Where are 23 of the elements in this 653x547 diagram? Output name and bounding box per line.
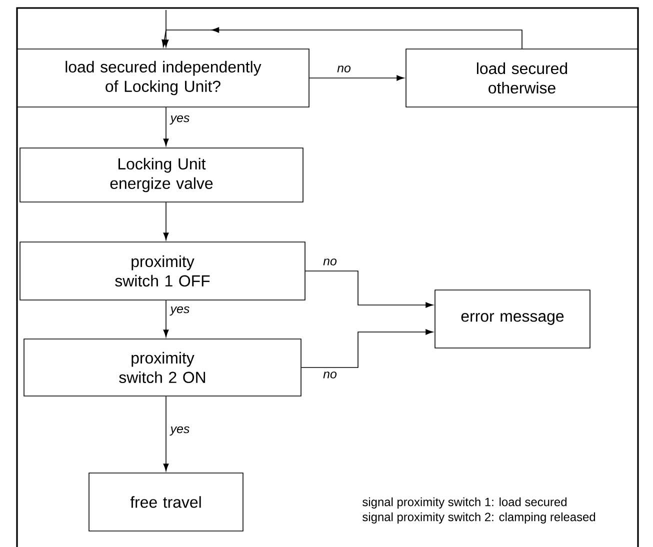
edge-label: yes xyxy=(169,114,191,126)
arrow xyxy=(305,270,434,308)
process-box: load secured independently of Locking Unit? xyxy=(16,48,310,108)
process-box: free travel xyxy=(88,472,244,532)
process-box: load secured otherwise xyxy=(406,48,638,108)
process-box: error message xyxy=(434,290,590,348)
arrow xyxy=(301,329,434,368)
arrow xyxy=(162,27,522,49)
arrow xyxy=(163,396,169,472)
arrow xyxy=(163,202,169,240)
note: signal proximity switch 2: clamping released xyxy=(362,512,596,524)
edge-label: yes xyxy=(169,425,191,437)
edge-label: no xyxy=(336,64,352,74)
edge-label: no xyxy=(322,258,338,266)
arrow xyxy=(163,300,169,338)
note: signal proximity switch 1: load secured xyxy=(362,497,566,509)
process-box: proximity switch 1 OFF xyxy=(20,242,306,300)
edge-label: no xyxy=(322,370,338,380)
process-box: proximity switch 2 ON xyxy=(24,338,302,396)
arrow xyxy=(163,107,169,146)
process-box: Locking Unit energize valve xyxy=(20,148,304,202)
arrow xyxy=(309,75,404,81)
edge-label: yes xyxy=(169,305,191,317)
